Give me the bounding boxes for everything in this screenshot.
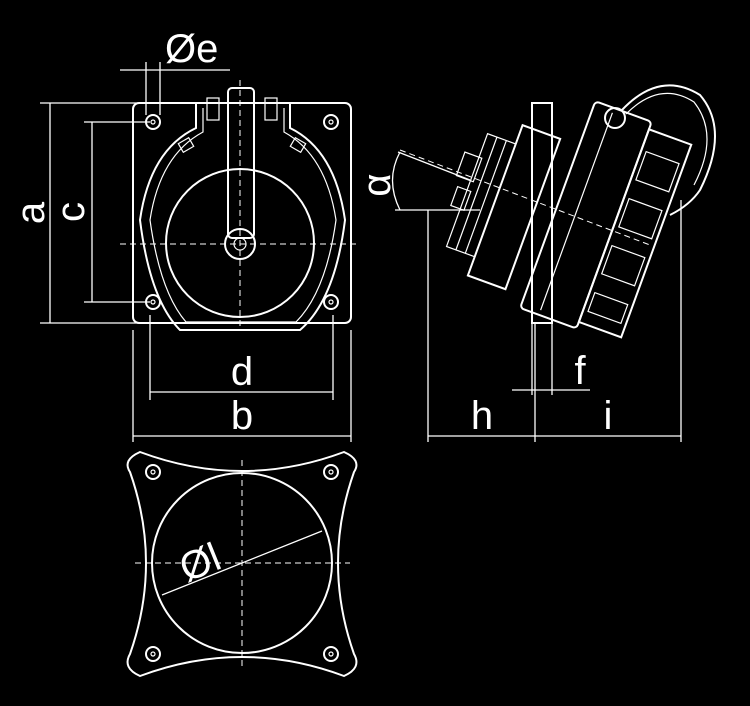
dim-alpha: α [355,151,480,211]
dim-f: f [512,323,590,395]
panel-cutout-view: Øl [126,450,358,678]
front-socket-face [165,168,315,318]
dim-i: i [535,200,682,442]
front-housing-inner [149,108,337,323]
label-c: c [49,202,93,222]
label-alpha: α [355,173,399,196]
cutout-mounting-holes [145,464,339,662]
dim-h: h [427,210,536,442]
label-b: b [231,394,253,438]
label-d: d [231,350,253,394]
dim-b: b [132,330,352,442]
label-i: i [604,394,613,438]
label-f: f [574,349,586,393]
cutout-outline [126,450,358,678]
side-front-housing [520,101,693,339]
label-a: a [9,201,53,224]
side-view: α f h i [355,84,716,442]
front-lid-ribs [177,97,307,154]
side-flange-plate [531,102,553,324]
front-latch-bar [227,87,255,239]
dim-d: d [149,315,334,400]
dim-a: a [9,102,140,324]
dim-c: c [49,121,150,303]
front-flange-plate [132,102,352,324]
side-rear-body [445,123,562,291]
label-e: Øe [165,27,218,71]
side-hinge [604,107,626,129]
dim-e: Øe [120,27,230,115]
front-housing-outline [138,103,347,331]
front-view: Øe a c d b [9,27,360,442]
label-l: Øl [173,535,227,591]
side-lid-cord [621,84,716,216]
label-h: h [471,394,493,438]
